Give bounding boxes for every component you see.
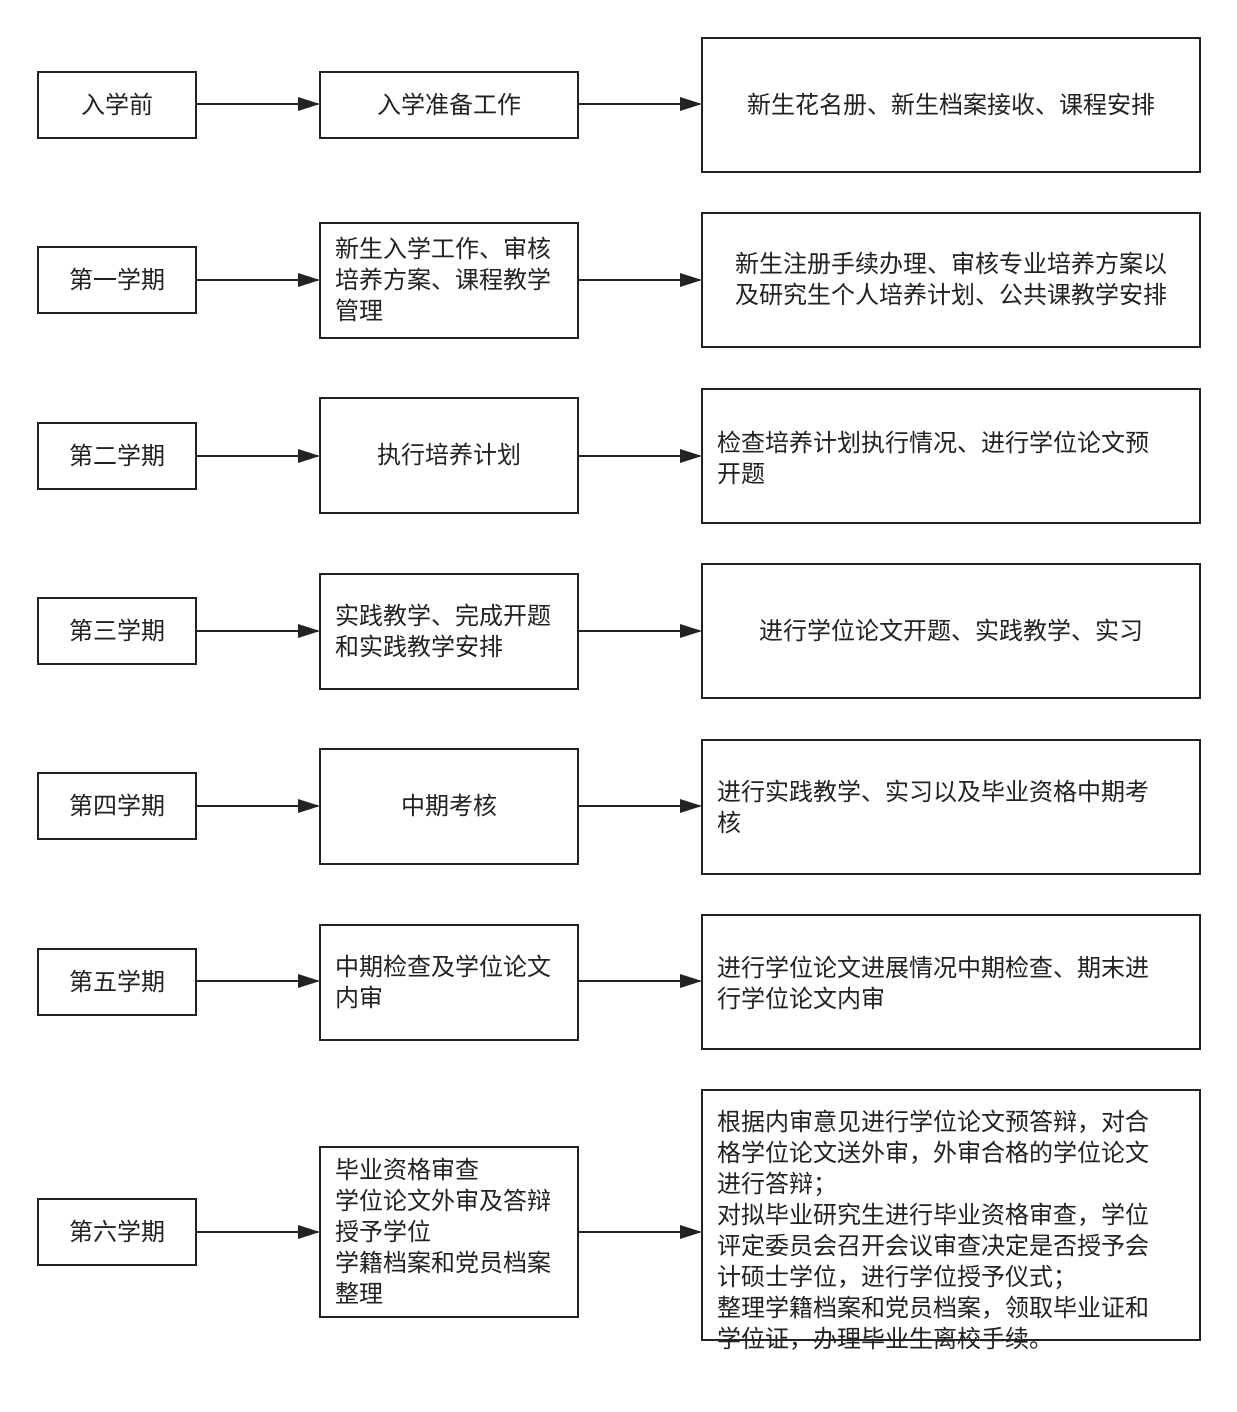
task-box: 中期考核 — [319, 748, 579, 865]
detail-text: 新生花名册、新生档案接收、课程安排 — [747, 90, 1155, 119]
detail-box: 检查培养计划执行情况、进行学位论文预 开题 — [701, 388, 1201, 524]
stage-label: 入学前 — [81, 90, 153, 119]
stage-box: 第六学期 — [37, 1198, 197, 1266]
detail-text: 进行学位论文进展情况中期检查、期末进 行学位论文内审 — [717, 954, 1149, 1013]
stage-box: 第二学期 — [37, 422, 197, 490]
stage-label: 第六学期 — [69, 1217, 165, 1246]
stage-label: 第五学期 — [69, 967, 165, 996]
stage-box: 第三学期 — [37, 597, 197, 665]
detail-box: 进行学位论文开题、实践教学、实习 — [701, 563, 1201, 699]
task-box: 实践教学、完成开题 和实践教学安排 — [319, 573, 579, 690]
stage-label: 第四学期 — [69, 791, 165, 820]
detail-text: 检查培养计划执行情况、进行学位论文预 开题 — [717, 429, 1149, 488]
detail-text: 进行学位论文开题、实践教学、实习 — [759, 616, 1143, 645]
stage-box: 入学前 — [37, 71, 197, 139]
detail-box: 进行学位论文进展情况中期检查、期末进 行学位论文内审 — [701, 914, 1201, 1050]
task-box: 执行培养计划 — [319, 397, 579, 514]
stage-label: 第一学期 — [69, 265, 165, 294]
stage-box: 第一学期 — [37, 246, 197, 314]
stage-box: 第四学期 — [37, 772, 197, 840]
stage-label: 第二学期 — [69, 441, 165, 470]
stage-label: 第三学期 — [69, 616, 165, 645]
task-box: 毕业资格审查 学位论文外审及答辩 授予学位 学籍档案和党员档案 整理 — [319, 1146, 579, 1318]
task-label: 入学准备工作 — [377, 90, 521, 119]
stage-box: 第五学期 — [37, 948, 197, 1016]
task-box: 入学准备工作 — [319, 71, 579, 139]
detail-text: 根据内审意见进行学位论文预答辩，对合 格学位论文送外审，外审合格的学位论文 进行… — [717, 1108, 1149, 1353]
task-label: 新生入学工作、审核 培养方案、课程教学 管理 — [335, 235, 551, 325]
detail-box: 新生花名册、新生档案接收、课程安排 — [701, 37, 1201, 173]
detail-text: 新生注册手续办理、审核专业培养方案以 及研究生个人培养计划、公共课教学安排 — [735, 250, 1167, 309]
task-label: 实践教学、完成开题 和实践教学安排 — [335, 601, 551, 661]
detail-box: 根据内审意见进行学位论文预答辩，对合 格学位论文送外审，外审合格的学位论文 进行… — [701, 1089, 1201, 1353]
detail-box: 进行实践教学、实习以及毕业资格中期考 核 — [701, 739, 1201, 875]
task-box: 新生入学工作、审核 培养方案、课程教学 管理 — [319, 222, 579, 339]
task-box: 中期检查及学位论文 内审 — [319, 924, 579, 1041]
task-label: 执行培养计划 — [377, 441, 521, 469]
task-label: 中期检查及学位论文 内审 — [335, 952, 551, 1012]
detail-text: 进行实践教学、实习以及毕业资格中期考 核 — [717, 778, 1149, 837]
task-label: 中期考核 — [401, 792, 497, 820]
task-label: 毕业资格审查 学位论文外审及答辩 授予学位 学籍档案和党员档案 整理 — [335, 1155, 551, 1308]
detail-box: 新生注册手续办理、审核专业培养方案以 及研究生个人培养计划、公共课教学安排 — [701, 212, 1201, 348]
